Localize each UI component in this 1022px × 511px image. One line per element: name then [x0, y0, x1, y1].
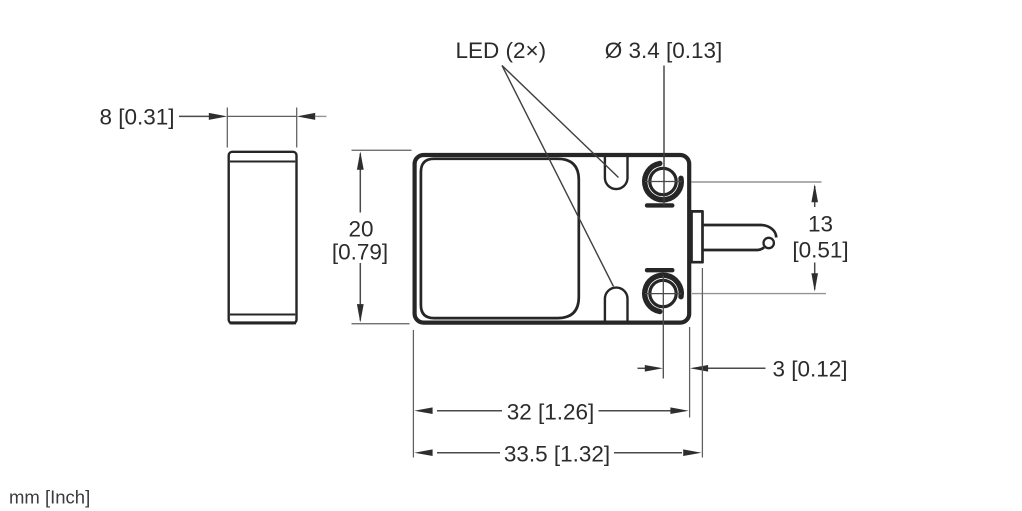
sensing-face: [419, 157, 581, 320]
dim-label-height-mm: 20: [348, 217, 373, 242]
led-window-bottom: [603, 286, 629, 323]
arrowhead-down: [811, 273, 818, 292]
arrowhead-up: [356, 151, 364, 170]
dim-label-overall-length: 33.5 [1.32]: [504, 442, 610, 467]
led-leader-line-bottom: [501, 65, 615, 287]
dim-height: 20 [0.79]: [332, 149, 412, 325]
mounting-lug-top: [642, 160, 684, 203]
hole-diameter-callout: Ø 3.4 [0.13]: [605, 38, 723, 206]
side-view: [227, 150, 298, 325]
arrowhead-right: [208, 112, 228, 120]
dim-label-body-length: 32 [1.26]: [507, 400, 595, 425]
dim-overall-length: 33.5 [1.32]: [414, 268, 704, 467]
arrowhead-right: [683, 449, 702, 456]
front-view: [412, 152, 778, 379]
side-view-outline: [227, 150, 298, 325]
cable-bottom: [702, 246, 765, 252]
dim-label-height-inch: [0.79]: [332, 240, 388, 265]
arrowhead-left: [414, 407, 433, 414]
dim-label-side-width: 8 [0.31]: [99, 105, 174, 130]
body-outline: [412, 152, 692, 325]
arrowhead-right: [670, 407, 689, 414]
dim-label-hole-to-edge: 3 [0.12]: [773, 357, 848, 382]
arrowhead-left: [414, 449, 433, 456]
led-label: LED (2×): [455, 38, 546, 63]
arrowhead-left: [689, 365, 709, 372]
dim-hole-to-edge: 3 [0.12]: [637, 327, 848, 418]
led-leader-line-top: [501, 64, 619, 179]
arrowhead-left: [296, 112, 316, 120]
dim-label-hole-spacing-mm: 13: [808, 212, 833, 237]
cable-break-loop: [762, 236, 776, 250]
dim-label-hole-spacing-inch: [0.51]: [792, 238, 848, 263]
arrowhead-up: [811, 184, 818, 203]
arrowhead-right: [644, 365, 663, 372]
dim-body-length: 32 [1.26]: [412, 330, 689, 458]
hole-diameter-label: Ø 3.4 [0.13]: [605, 38, 723, 63]
connector-flange: [690, 210, 704, 264]
led-window-top: [603, 155, 629, 191]
unit-note: mm [Inch]: [9, 487, 90, 508]
led-callout: LED (2×): [455, 38, 619, 287]
dim-hole-spacing: 13 [0.51]: [691, 181, 849, 295]
mounting-lug-bottom: [642, 272, 684, 315]
cable-top: [702, 223, 778, 238]
arrowhead-down: [356, 304, 364, 323]
dim-side-width: 8 [0.31]: [99, 105, 327, 148]
